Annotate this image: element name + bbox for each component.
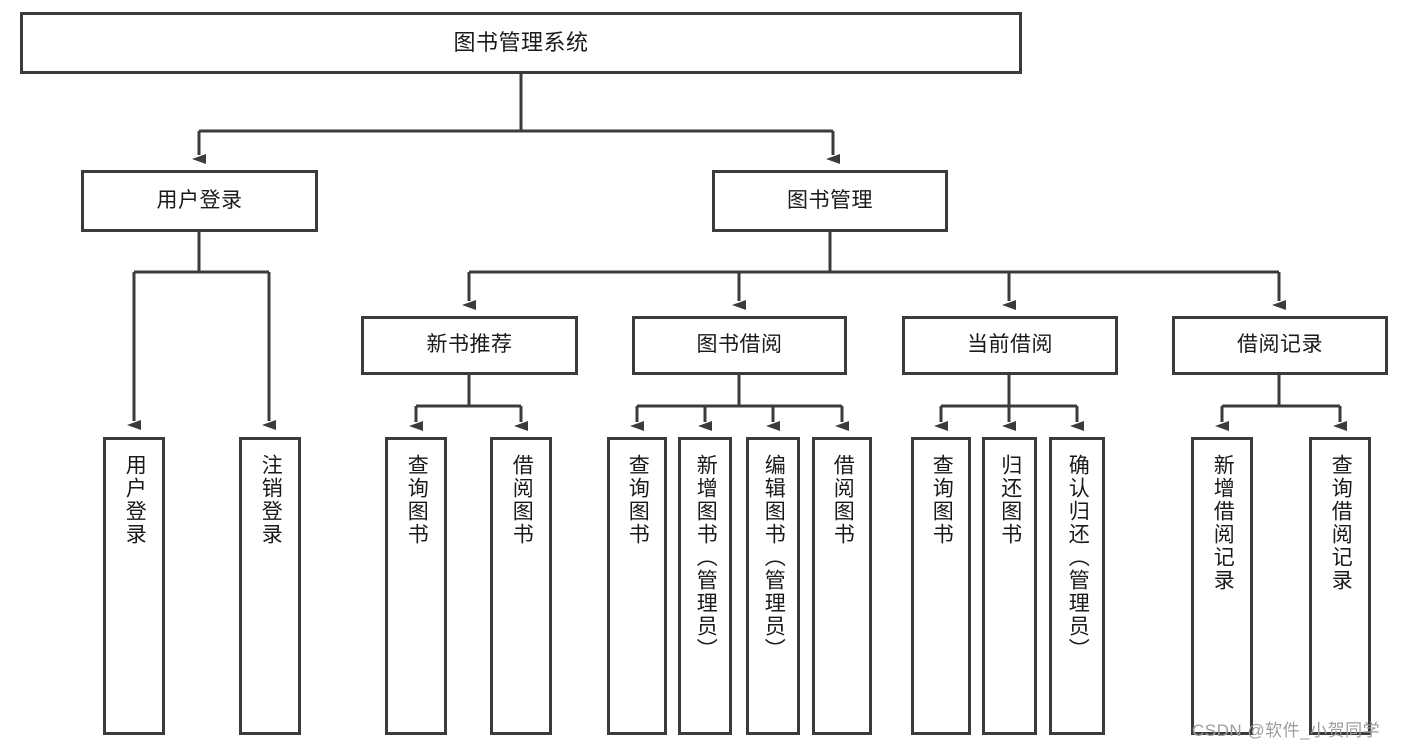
node-new-book-recommend[interactable]: 新书推荐 [361,316,578,375]
node-leaf-borrow-book-1[interactable]: 借阅图书 [490,437,552,735]
node-label: 归还图书 [998,454,1022,546]
node-current-borrow[interactable]: 当前借阅 [902,316,1118,375]
node-leaf-logout-login[interactable]: 注销登录 [239,437,301,735]
node-leaf-confirm-return[interactable]: 确认归还（管理员） [1049,437,1105,735]
node-label: 借阅图书 [510,454,534,546]
node-leaf-query-book-3[interactable]: 查询图书 [911,437,971,735]
node-label: 查询借阅记录 [1329,454,1353,592]
node-label: 新增借阅记录 [1211,454,1235,592]
node-label: 查询图书 [405,454,429,546]
node-label: 编辑图书（管理员） [762,454,786,661]
node-label: 注销登录 [259,454,283,546]
node-root-system[interactable]: 图书管理系统 [20,12,1022,74]
node-label: 查询图书 [930,454,954,546]
node-label: 用户登录 [156,188,243,212]
node-leaf-query-book-2[interactable]: 查询图书 [607,437,667,735]
node-leaf-user-login[interactable]: 用户登录 [103,437,165,735]
node-label: 新书推荐 [426,333,513,357]
node-leaf-return-book[interactable]: 归还图书 [982,437,1037,735]
csdn-watermark: CSDN @软件_小贺同学 [1192,721,1381,740]
node-label: 新增图书（管理员） [694,454,718,661]
node-leaf-add-book[interactable]: 新增图书（管理员） [678,437,732,735]
node-label: 图书管理系统 [453,30,589,56]
node-leaf-query-book-1[interactable]: 查询图书 [385,437,447,735]
node-label: 查询图书 [626,454,650,546]
node-label: 用户登录 [123,454,147,546]
node-label: 当前借阅 [967,333,1053,357]
node-label: 图书借阅 [696,333,783,357]
node-leaf-add-record[interactable]: 新增借阅记录 [1191,437,1253,735]
node-book-manage[interactable]: 图书管理 [712,170,948,232]
node-label: 确认归还（管理员） [1066,454,1090,661]
node-leaf-borrow-book-2[interactable]: 借阅图书 [812,437,872,735]
node-book-borrow[interactable]: 图书借阅 [632,316,847,375]
node-user-login[interactable]: 用户登录 [81,170,318,232]
node-borrow-record[interactable]: 借阅记录 [1172,316,1388,375]
node-label: 借阅记录 [1237,333,1323,357]
node-leaf-query-record[interactable]: 查询借阅记录 [1309,437,1371,735]
node-label: 图书管理 [787,188,873,212]
node-label: 借阅图书 [831,454,855,546]
node-leaf-edit-book[interactable]: 编辑图书（管理员） [746,437,800,735]
